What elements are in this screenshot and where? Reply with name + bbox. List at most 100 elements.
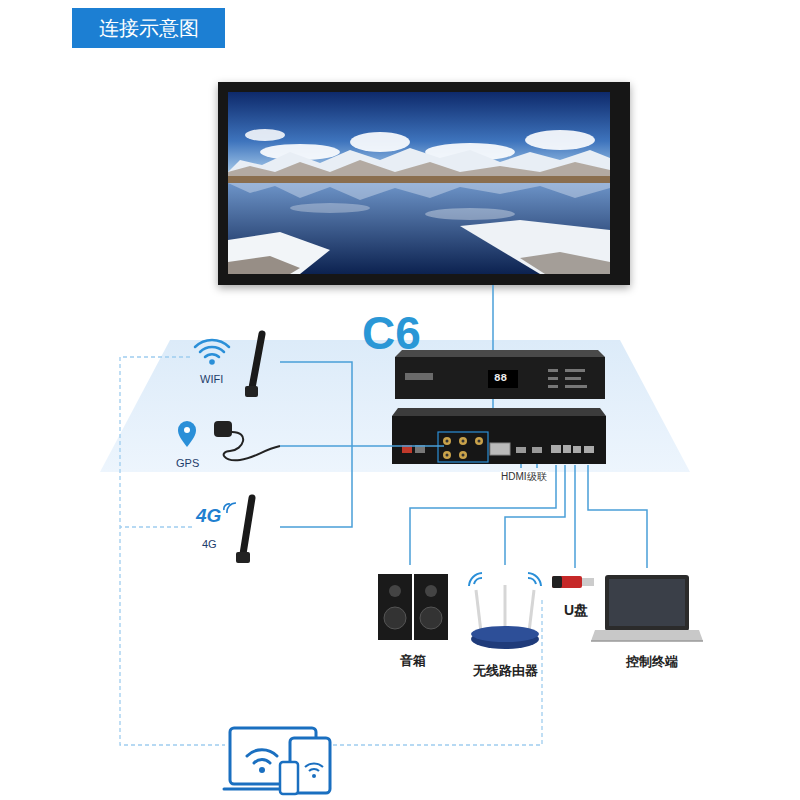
display-screen <box>520 252 610 274</box>
router-picture <box>476 590 481 632</box>
wifi-antenna <box>245 386 258 397</box>
display-screen <box>460 220 610 274</box>
wifi-antenna <box>245 334 262 397</box>
router-picture <box>469 573 482 586</box>
display-screen <box>228 256 300 274</box>
4g-antenna <box>236 552 250 563</box>
speaker-picture <box>414 574 448 640</box>
light-plane <box>100 340 690 472</box>
4g-signal-arcs <box>224 503 236 513</box>
controller-back <box>462 454 465 457</box>
controller-back <box>478 440 481 443</box>
controller-back <box>475 437 483 445</box>
light-plane <box>100 340 690 472</box>
router-picture <box>469 573 541 649</box>
gps-wire <box>362 446 444 447</box>
controller-front <box>548 377 558 380</box>
controller-front <box>395 350 605 399</box>
wireless-dashed-link <box>120 526 192 527</box>
wifi-antenna-node: WIFI <box>192 330 280 400</box>
mobile-devices <box>305 763 323 767</box>
title-banner: 连接示意图 <box>72 8 225 48</box>
wireless-dashed-link <box>120 357 225 745</box>
display-screen <box>228 232 330 274</box>
connector-line <box>280 362 352 527</box>
wireless-dashed-link <box>333 600 542 745</box>
gps-antenna <box>214 421 232 437</box>
4g-antenna <box>236 498 252 563</box>
controller-back <box>392 416 606 464</box>
display-screen <box>245 129 285 141</box>
hdmi-port-leads <box>536 464 538 468</box>
usb-drive-node: U盘 <box>551 568 601 622</box>
router-picture <box>528 573 541 586</box>
connector-line <box>410 465 556 565</box>
router-picture <box>474 578 482 584</box>
display-screen <box>425 208 515 220</box>
usb-drive-picture <box>552 576 582 588</box>
network-icon-text: 4G <box>196 505 221 528</box>
display-screen <box>228 183 610 274</box>
display-screen <box>228 148 610 178</box>
node-label: 控制终端 <box>626 654 678 670</box>
wifi-symbol <box>195 340 229 347</box>
display-screen <box>228 183 610 200</box>
controller-back <box>446 440 449 443</box>
connector-line <box>280 445 362 447</box>
speaker-picture <box>425 585 437 597</box>
laptop-picture <box>605 575 689 631</box>
controller-front <box>395 357 605 399</box>
port-label: HDMI级联 <box>500 471 548 483</box>
gps-antenna <box>214 421 280 460</box>
display-screen <box>525 130 595 150</box>
wifi-symbol <box>200 347 224 352</box>
wifi-symbol <box>195 340 229 365</box>
display-screen <box>218 82 630 285</box>
lte-antenna-node: 4G <box>192 490 280 565</box>
gps-pin <box>178 421 196 447</box>
mobile-devices <box>247 750 277 756</box>
node-label: 4G <box>202 538 217 551</box>
controller-back <box>551 445 561 453</box>
laptop-picture <box>591 575 703 641</box>
usb-drive-picture <box>552 576 562 588</box>
controller-front <box>395 350 605 357</box>
controller-back <box>573 446 581 453</box>
laptop-picture <box>591 630 703 641</box>
mobile-devices <box>224 728 330 794</box>
wifi-symbol <box>205 354 219 357</box>
controller-back <box>392 408 606 464</box>
controller-back <box>532 447 542 453</box>
hdmi-port-leads <box>520 464 522 468</box>
mobile-devices <box>280 762 298 794</box>
router-picture <box>471 626 539 642</box>
controller-front <box>565 385 587 388</box>
display-screen <box>228 176 610 183</box>
4g-signal-arcs <box>227 503 236 513</box>
controller-back <box>516 447 526 453</box>
controller-back <box>438 432 488 462</box>
controller-back <box>459 451 467 459</box>
node-label: 无线路由器 <box>473 663 538 679</box>
gps-pin <box>184 427 190 433</box>
speaker-picture <box>384 607 406 629</box>
controller-back <box>392 408 606 416</box>
gps-pin <box>178 421 196 447</box>
mobile-devices <box>254 760 270 763</box>
wifi-antenna <box>252 334 262 388</box>
controller-front <box>565 369 585 372</box>
controller-front <box>488 370 518 388</box>
controller-front <box>405 373 433 380</box>
controller-back <box>563 445 571 453</box>
controller-back <box>459 437 467 445</box>
controller-back <box>584 446 594 453</box>
mobile-devices <box>312 774 316 778</box>
usb-drive-picture <box>552 576 594 588</box>
router-picture <box>529 590 534 632</box>
mobile-devices <box>309 769 319 771</box>
speaker-picture <box>378 574 448 640</box>
display-screen <box>218 82 630 285</box>
